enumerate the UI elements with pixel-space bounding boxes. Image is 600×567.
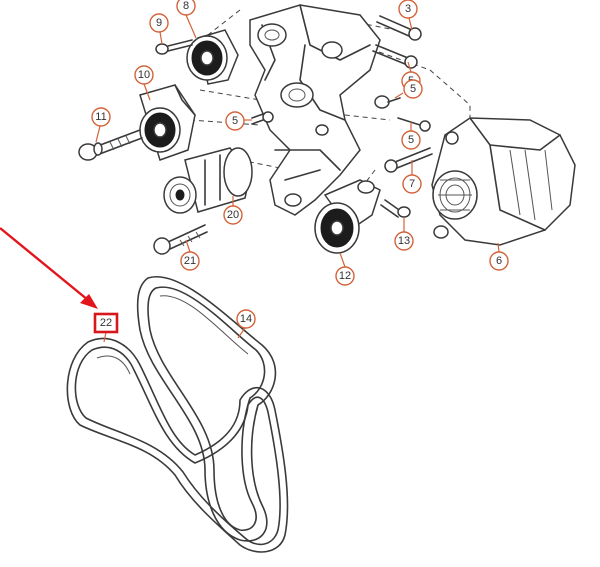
alternator-6: [431, 117, 576, 246]
callout-8: 8: [176, 0, 197, 39]
callout-5c: 5: [225, 111, 252, 131]
pulley-8: [186, 29, 239, 85]
svg-text:12: 12: [339, 270, 351, 282]
callout-21: 21: [180, 239, 200, 271]
svg-text:6: 6: [496, 255, 502, 267]
callout-10: 10: [134, 65, 154, 101]
belt-14: [136, 275, 277, 542]
svg-text:20: 20: [227, 209, 239, 221]
pulley-20: [163, 147, 253, 214]
callout-20: 20: [223, 196, 243, 225]
bolt-13: [380, 199, 411, 218]
bolt-5-top: [372, 44, 418, 69]
callout-5d: 5: [401, 122, 421, 150]
svg-text:9: 9: [156, 17, 162, 29]
pulley-12: [314, 179, 381, 254]
bolt-7: [384, 147, 433, 173]
svg-text:13: 13: [398, 235, 410, 247]
bolt-5-left: [251, 111, 274, 125]
svg-text:14: 14: [240, 313, 252, 325]
bolt-5-mid: [374, 95, 401, 109]
callout-13: 13: [394, 218, 414, 251]
mounting-bracket: [249, 4, 381, 216]
bolt-11: [78, 129, 143, 161]
svg-text:10: 10: [138, 69, 150, 81]
bolt-5-right: [397, 117, 431, 132]
bolt-3: [376, 15, 422, 41]
belt-22: [66, 337, 289, 553]
callout-3: 3: [398, 0, 418, 31]
callout-7: 7: [402, 160, 422, 194]
svg-text:5: 5: [410, 83, 416, 95]
svg-text:8: 8: [183, 0, 189, 12]
svg-text:11: 11: [95, 111, 106, 123]
svg-text:22: 22: [100, 317, 112, 329]
svg-text:3: 3: [405, 3, 411, 15]
pointer-arrow: [0, 227, 98, 309]
pulley-10: [139, 84, 196, 161]
callout-22-highlighted: 22: [93, 312, 119, 343]
callout-6: 6: [489, 242, 509, 271]
bolt-21: [153, 224, 208, 255]
callout-12: 12: [335, 252, 355, 286]
callout-9: 9: [149, 13, 169, 45]
callout-14: 14: [236, 309, 256, 339]
callout-5b: 5: [394, 79, 423, 99]
svg-text:5: 5: [232, 115, 238, 127]
svg-text:5: 5: [408, 134, 414, 146]
svg-text:21: 21: [184, 255, 196, 267]
svg-text:7: 7: [409, 178, 415, 190]
callout-11: 11: [91, 107, 111, 143]
